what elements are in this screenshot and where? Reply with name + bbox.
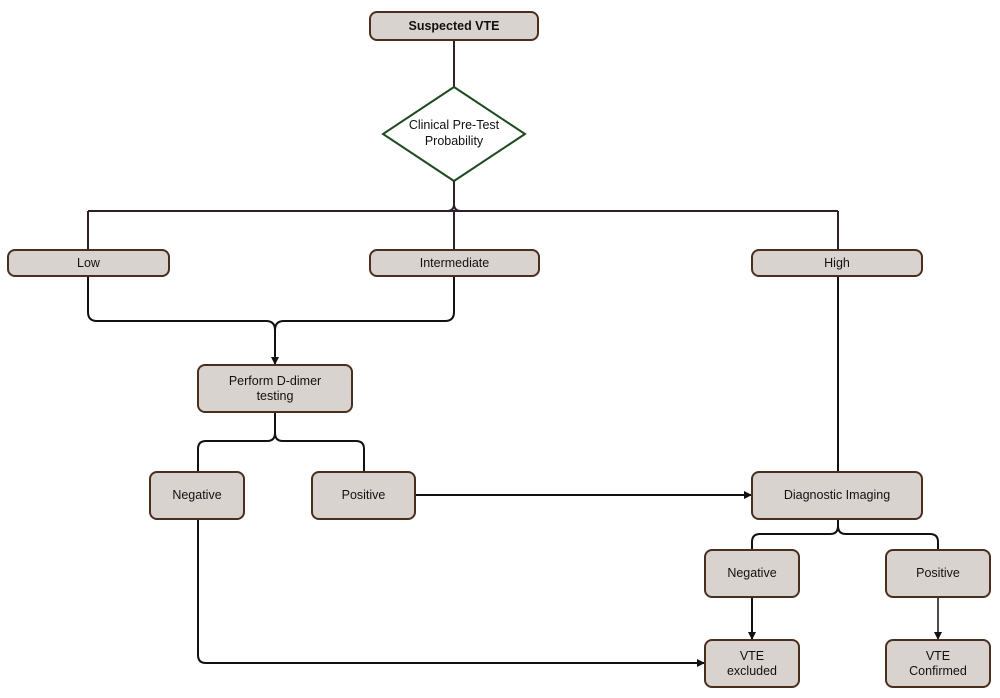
node-suspected-vte-label: Suspected VTE xyxy=(408,18,500,33)
node-imaging-positive-label: Positive xyxy=(916,566,960,580)
node-high: High xyxy=(751,249,923,277)
node-low: Low xyxy=(7,249,170,277)
node-diagnostic-imaging: Diagnostic Imaging xyxy=(751,471,923,520)
connector-ddimer-to-negative xyxy=(197,413,276,471)
connector-imaging-to-positive xyxy=(837,525,939,549)
connector-ddimer-to-positive xyxy=(274,432,365,471)
node-intermediate-label: Intermediate xyxy=(419,255,490,270)
connector-pretest-branch xyxy=(446,181,462,212)
node-imaging-positive: Positive xyxy=(885,549,991,598)
node-ddimer-label: Perform D-dimer testing xyxy=(228,373,322,403)
node-intermediate: Intermediate xyxy=(369,249,540,277)
node-ddimer-negative-label: Negative xyxy=(172,488,222,502)
node-vte-excluded: VTE excluded xyxy=(704,639,800,688)
node-ddimer-negative: Negative xyxy=(149,471,245,520)
node-vte-excluded-label: VTE excluded xyxy=(726,648,778,678)
node-pretest-label: Clinical Pre-Test Probability xyxy=(408,118,500,148)
node-ddimer: Perform D-dimer testing xyxy=(197,364,353,413)
node-vte-confirmed: VTE Confirmed xyxy=(885,639,991,688)
node-imaging-negative-label: Negative xyxy=(727,566,777,580)
node-low-label: Low xyxy=(77,255,100,270)
node-vte-confirmed-label: VTE Confirmed xyxy=(909,648,967,678)
node-suspected-vte: Suspected VTE xyxy=(369,11,539,41)
node-imaging-negative: Negative xyxy=(704,549,800,598)
arrow-ddneg-to-excluded xyxy=(197,519,705,667)
connector-low-to-ddimer xyxy=(87,277,276,331)
node-high-label: High xyxy=(824,255,850,270)
connector-imaging-to-negative xyxy=(751,519,839,549)
node-ddimer-positive-label: Positive xyxy=(341,488,386,502)
connector-intermediate-to-ddimer xyxy=(274,277,455,331)
node-ddimer-positive: Positive xyxy=(311,471,416,520)
node-diagnostic-imaging-label: Diagnostic Imaging xyxy=(783,488,891,502)
